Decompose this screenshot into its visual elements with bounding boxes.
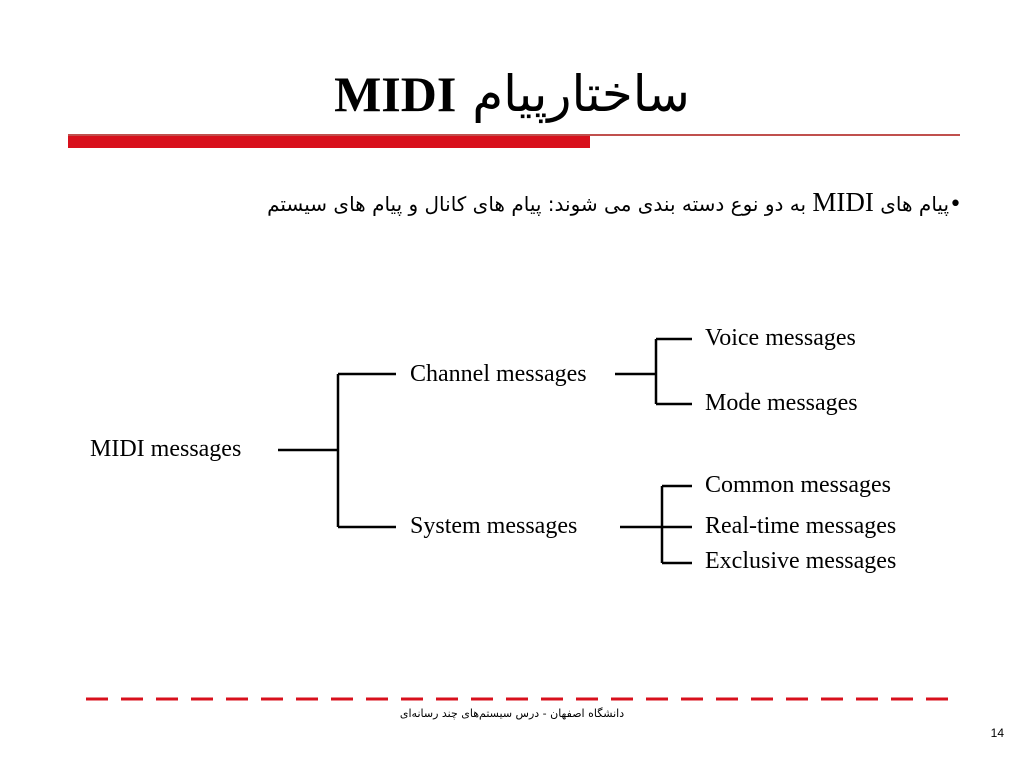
bullet-point: •پیام های MIDI به دو نوع دسته بندی می شو… (162, 186, 962, 221)
realtime-node: Real-time messages (705, 513, 896, 539)
title-latin: MIDI (334, 66, 457, 122)
page-number: 14 (990, 726, 1004, 740)
title-persian: ساختارپیام (472, 65, 690, 123)
bullet-text-latin: MIDI (812, 187, 874, 217)
title-underline-thin (68, 134, 960, 136)
voice-node: Voice messages (705, 325, 856, 351)
title-underline-thick (68, 136, 590, 148)
system-node: System messages (410, 513, 577, 539)
footer-caption: دانشگاه اصفهان - درس سیستم‌های چند رسانه… (399, 707, 625, 720)
channel-node: Channel messages (410, 361, 587, 387)
exclusive-node: Exclusive messages (705, 548, 896, 574)
bullet-icon: • (949, 192, 962, 217)
slide-title: MIDI ساختارپیام (0, 62, 1024, 126)
common-node: Common messages (705, 472, 891, 498)
bullet-text-before: پیام های (873, 192, 950, 216)
mode-node: Mode messages (705, 390, 858, 416)
footer-dashed-rule (86, 697, 956, 701)
bullet-text-after: به دو نوع دسته بندی می شوند: پیام های کا… (267, 192, 813, 216)
root-node: MIDI messages (90, 436, 241, 462)
